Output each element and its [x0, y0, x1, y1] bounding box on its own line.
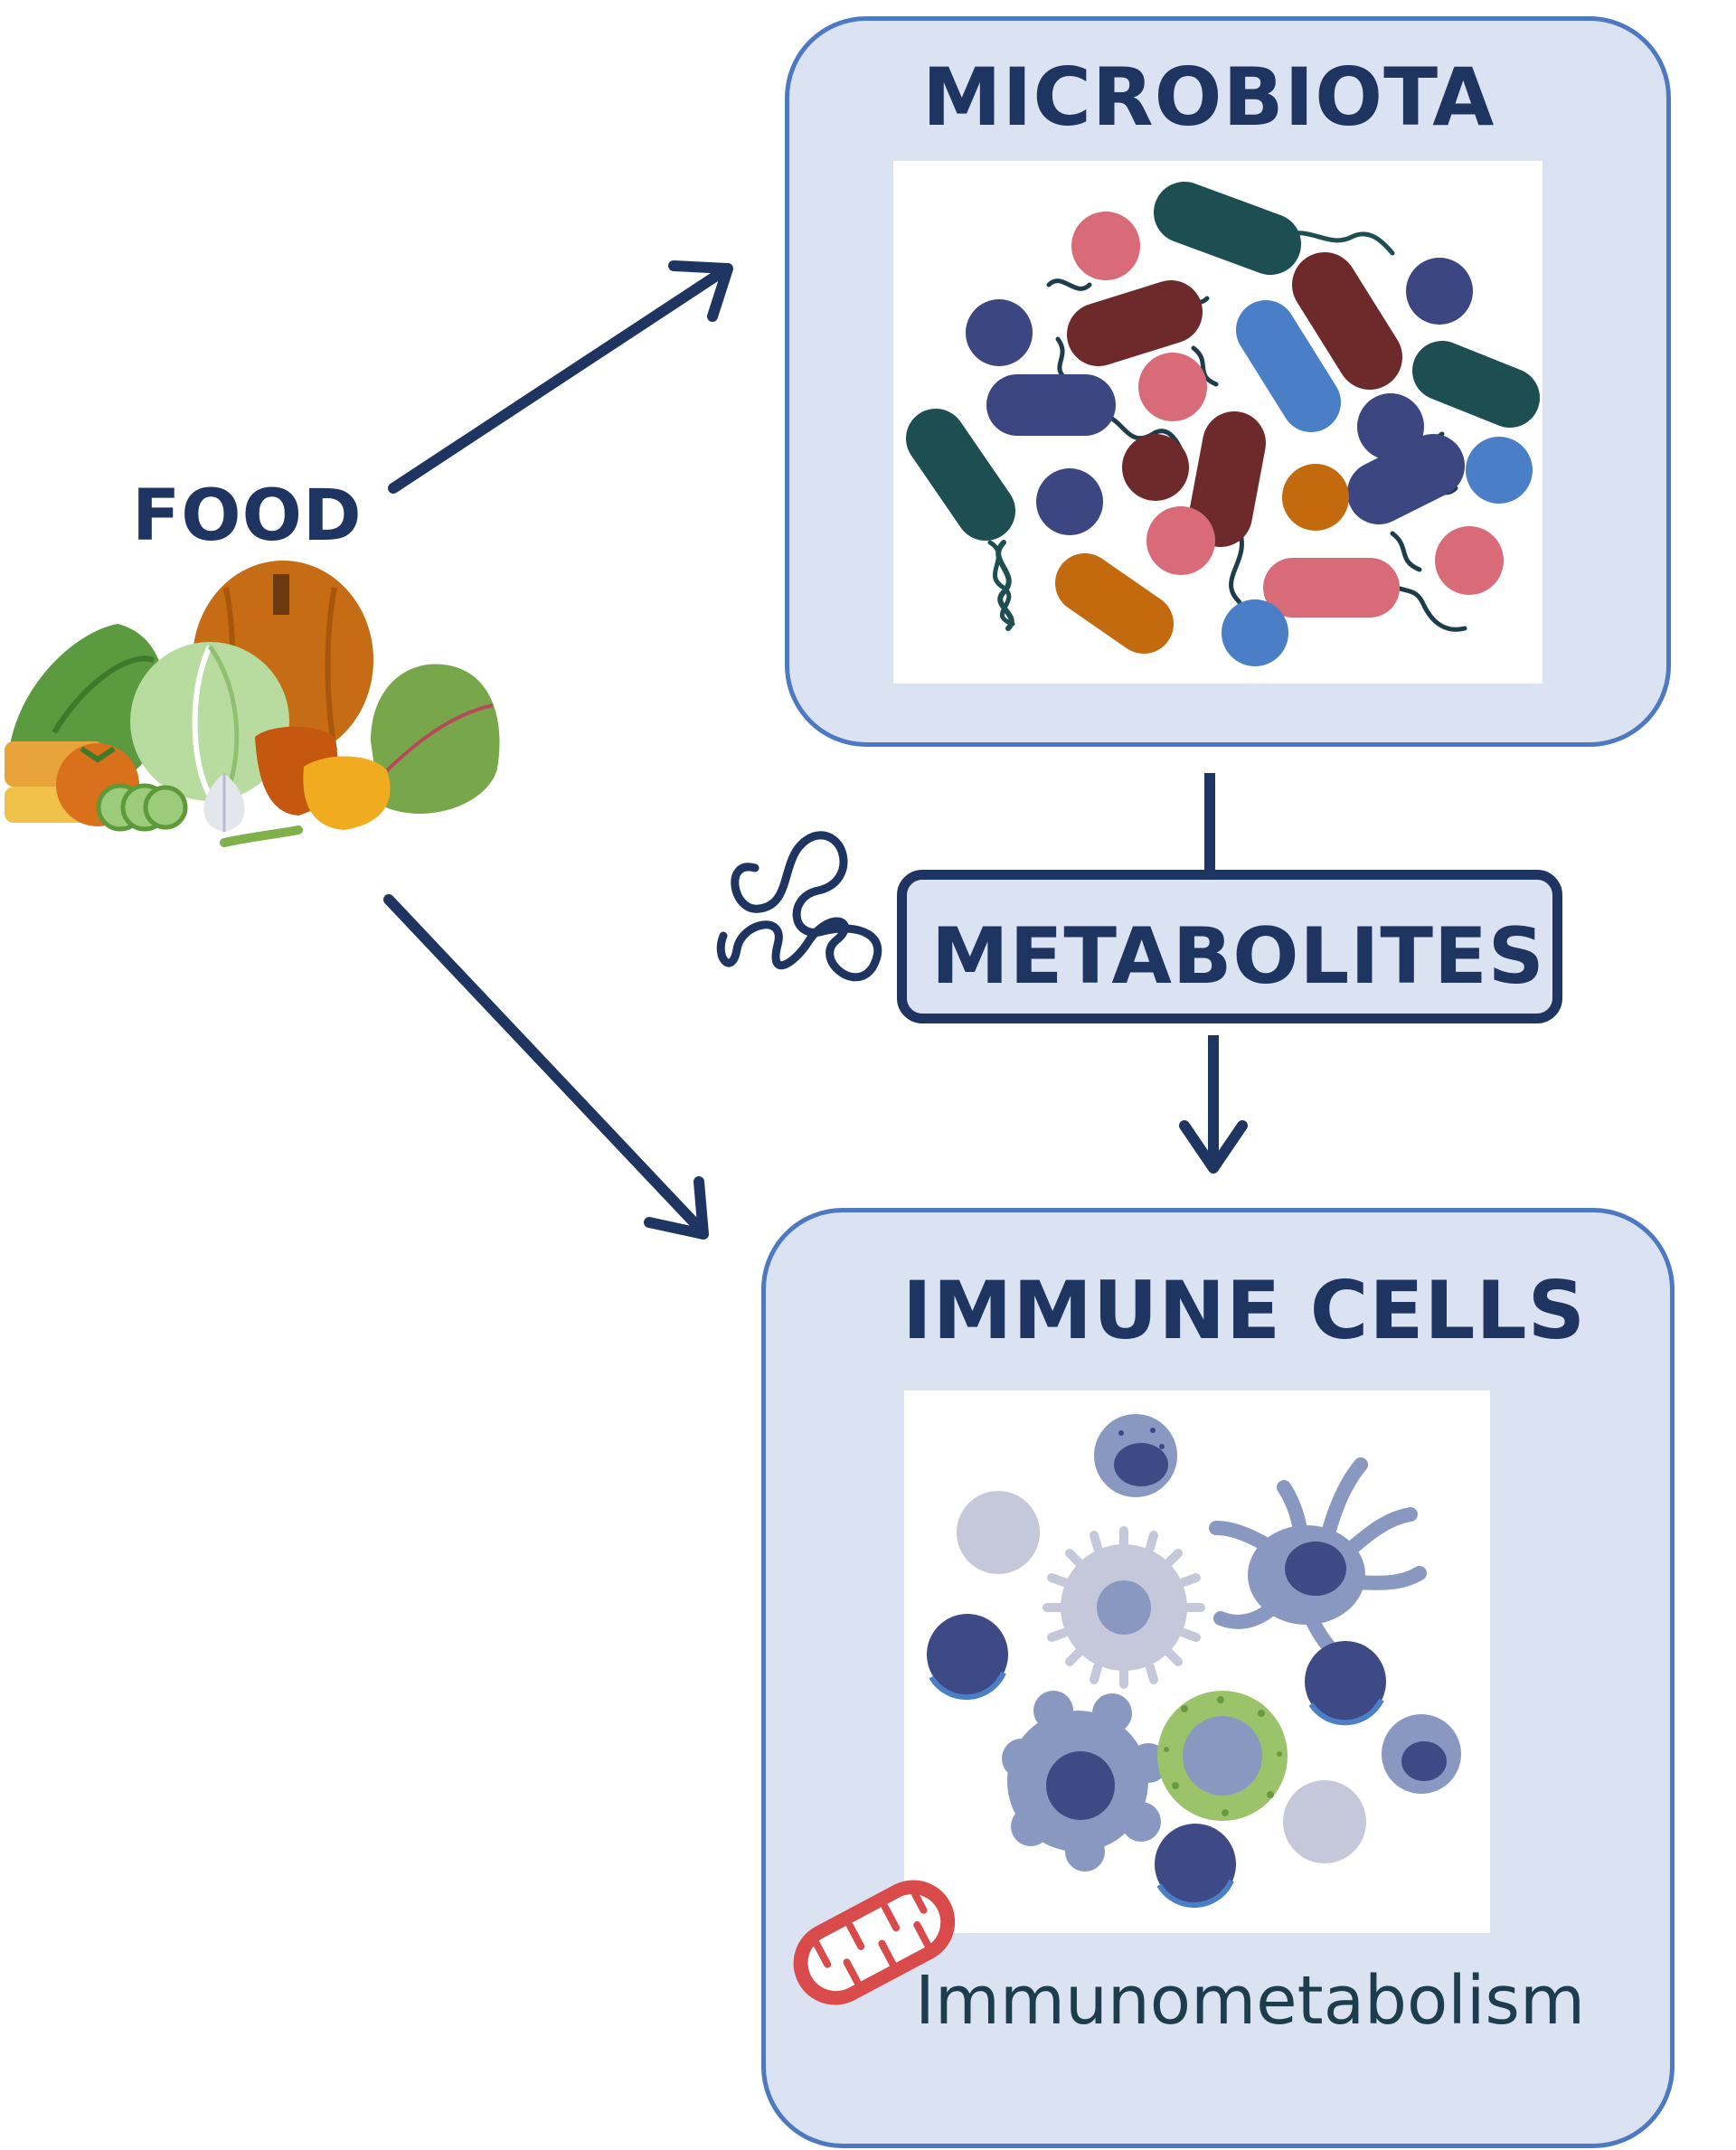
- immune-cells-title: IMMUNE CELLS: [902, 1264, 1586, 1357]
- metabolites-label: METABOLITES: [931, 911, 1545, 1002]
- food-label: FOOD: [132, 476, 363, 557]
- metabolites-box: [897, 870, 1562, 1023]
- microbiota-title: MICROBIOTA: [922, 51, 1495, 144]
- immunometabolism-label: Immunometabolism: [915, 1962, 1586, 2040]
